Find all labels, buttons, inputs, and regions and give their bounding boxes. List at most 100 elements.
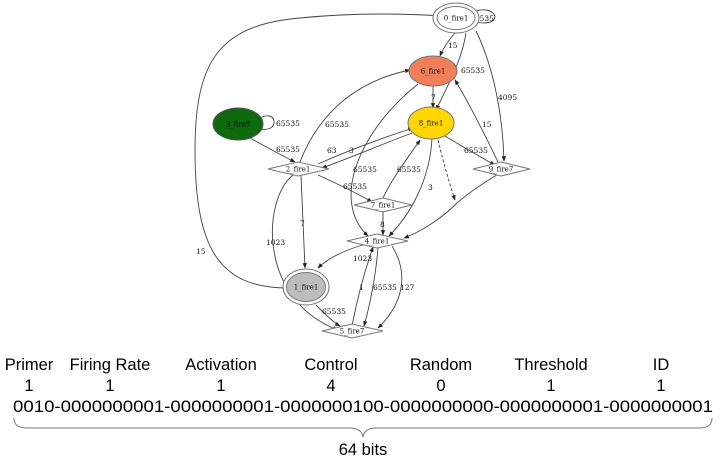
field-values: 1 1 1 4 0 1 1 [24,377,665,395]
node-label: 7_fire1 [371,202,396,210]
node-label: 9_fire7 [489,166,514,174]
edge-label: 65535 [325,120,349,129]
node-shape [436,6,476,30]
edge-8-hub [437,139,456,201]
graph-node: 2_fire1 [267,161,330,177]
edge-label: 4095 [498,93,517,102]
edge-5-4 [351,246,374,327]
field-value-activation: 1 [216,377,225,395]
edge-label: 65535 [397,165,421,174]
field-value-id: 1 [656,377,665,395]
edge-4-5 [363,246,379,327]
edge-label: 63 [327,146,337,155]
edge-3-2 [249,137,296,163]
edge-2-8 [317,127,414,165]
bit-span-brace [13,417,713,438]
field-name-control: Control [304,356,357,374]
edge-label: 7 [431,93,436,102]
graph-node: 1_fire1 [282,268,330,306]
field-value-threshold: 1 [546,377,555,395]
graph-node: 8_fire1 [407,106,455,140]
edge-label: 1 [359,283,364,292]
edge-hub-4 [403,202,458,239]
edge-label: 15 [448,41,458,50]
node-label: 5_fire7 [340,328,365,336]
field-value-control: 4 [326,377,335,395]
node-label: 2_fire1 [286,166,311,174]
node-label: 3_fire9 [226,121,251,129]
edge-1-5 [315,304,341,327]
edge-0-9 [475,30,507,162]
field-value-primer: 1 [24,377,33,395]
node-label: 4_fire1 [365,238,390,246]
nodes: 0_fire1 6_fire1 3_fire9 8_fire1 2_fire1 … [212,2,531,339]
node-label: 6_fire1 [421,68,446,76]
graph-node: 0_fire1 [432,2,480,34]
field-value-firing-rate: 1 [105,377,114,395]
edge-labels: 65535 15 65535 4095 65535 7 15 65535 655… [196,14,517,316]
edge-0-6 [439,32,456,57]
field-headers: Primer Firing Rate Activation Control Ra… [5,356,670,374]
edge-label: 65535 [276,145,300,154]
edge-label: 65535 [461,66,485,75]
edges [194,9,507,331]
genome-bitstring: 0010-0000000001-0000000001-0000000100-00… [13,398,713,416]
edge-8-9 [444,135,496,166]
field-name-random: Random [410,356,472,374]
edge-label: 65535 [353,165,377,174]
node-shape [267,161,330,177]
node-shape [407,106,455,140]
edge-label: 65535 [322,307,346,316]
edge-2-1 [300,175,307,269]
node-shape [408,55,458,87]
node-label: 8_fire1 [419,120,444,128]
edge-label: 3 [349,146,354,155]
graph-node: 3_fire9 [212,107,264,141]
edge-2-7 [317,174,373,203]
edge-label: 65535 [276,119,300,128]
edge-8-4 [388,137,433,237]
field-name-id: ID [653,356,670,374]
bit-count-label: 64 bits [339,441,388,457]
field-value-random: 0 [436,377,445,395]
graph-node: 4_fire1 [346,233,409,249]
edge-label: 7 [300,219,305,228]
edge-label: 65535 [464,146,488,155]
field-name-activation: Activation [185,356,257,374]
edge-label: 65535 [343,182,367,191]
graph-node: 6_fire1 [408,55,458,87]
edge-label: 1023 [266,238,285,247]
edge-4-1 [317,243,367,269]
edge-6-4 [350,83,419,237]
node-shape [472,161,531,177]
edge-3-self [254,115,275,132]
edge-label: 15 [196,247,206,256]
field-name-firing-rate: Firing Rate [70,356,151,374]
field-name-threshold: Threshold [514,356,587,374]
graph-node: 5_fire7 [321,323,384,339]
field-name-primer: Primer [5,356,54,374]
edge-4b-5 [377,245,403,329]
edge-label: 3 [428,183,433,192]
edge-1-0 [194,13,445,289]
node-label: 1_fire1 [294,284,319,292]
node-shape [346,233,409,249]
edge-label: 127 [400,283,415,292]
edge-0-self [466,9,496,25]
graph-node: 9_fire7 [472,161,531,177]
node-label: 0_fire1 [444,15,469,23]
edge-label: 15 [482,120,492,129]
edge-label: 8 [380,220,385,229]
edge-2-6 [299,68,411,163]
edge-2-5 [272,174,339,331]
node-shape [286,272,326,302]
edge-7-8 [382,139,421,199]
node-shape [353,197,413,213]
edge-label: 1023 [353,254,372,263]
edge-9-6 [454,79,499,163]
edge-9-hub [456,172,501,204]
node-shape [321,323,384,339]
edge-label: 65535 [373,283,397,292]
node-shape [212,107,264,141]
